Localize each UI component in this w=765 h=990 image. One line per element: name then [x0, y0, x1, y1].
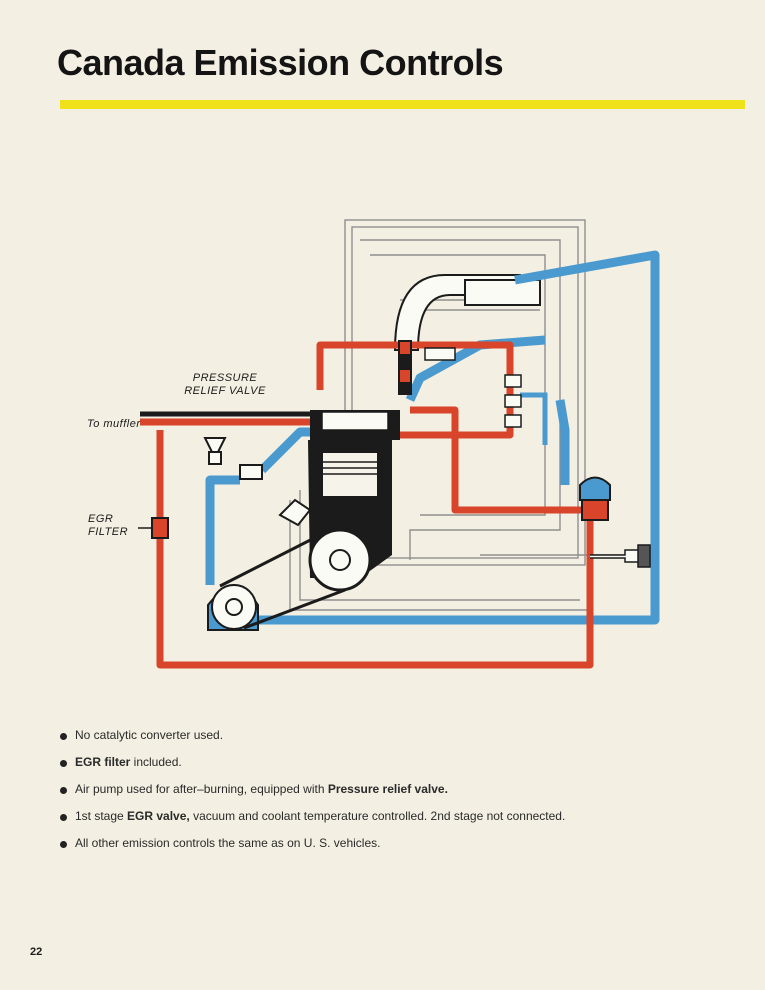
list-item-text: 1st stage: [75, 809, 128, 823]
vacuum-switch: [424, 347, 456, 361]
air-cleaner-box: [464, 279, 541, 306]
list-item-text-end: vacuum and coolant temperature controlle…: [189, 809, 566, 823]
pressure-relief-valve-label: PRESSURE RELIEF VALVE: [180, 372, 270, 398]
list-item-bold: EGR filter: [75, 755, 131, 769]
drive-belt: [219, 528, 346, 630]
list-item-text: No catalytic converter used.: [75, 728, 224, 742]
page-title: Canada Emission Controls: [57, 42, 504, 83]
egr-filter-shape: [151, 517, 169, 539]
feature-list: No catalytic converter used. EGR filter …: [60, 728, 565, 863]
egr-valve-shape: [579, 476, 611, 521]
bullet-icon: [60, 787, 67, 794]
bullet-icon: [60, 760, 67, 767]
egr-filter-label: EGR FILTER: [88, 513, 128, 539]
coolant-sensor: [590, 549, 641, 563]
pressure-relief-valve-shape: [203, 437, 227, 465]
vacuum-control-valves: [504, 374, 522, 428]
list-item-bold: Pressure relief valve.: [327, 782, 448, 796]
list-item: EGR filter included.: [60, 755, 565, 782]
spark-plug: [278, 498, 312, 527]
pressure-relief-valve-label-line2: RELIEF VALVE: [184, 385, 266, 397]
list-item-text: Air pump used for after–burning, equippe…: [75, 782, 328, 796]
list-item: All other emission controls the same as …: [60, 836, 565, 863]
bullet-icon: [60, 841, 67, 848]
egr-filter-label-line1: EGR: [88, 513, 114, 525]
list-item-bold: EGR valve,: [127, 809, 190, 823]
blue-return-line: [520, 392, 548, 445]
bullet-icon: [60, 814, 67, 821]
list-item-text: All other emission controls the same as …: [75, 836, 381, 850]
list-item: 1st stage EGR valve, vacuum and coolant …: [60, 809, 565, 836]
egr-lines: [140, 341, 594, 669]
list-item: Air pump used for after–burning, equippe…: [60, 782, 565, 809]
list-item: No catalytic converter used.: [60, 728, 565, 755]
title-underline: [60, 100, 745, 109]
air-lines: [205, 250, 660, 625]
page-number: 22: [30, 946, 43, 958]
check-valve: [239, 464, 263, 480]
to-muffler-label: To muffler: [87, 418, 141, 430]
egr-filter-label-line2: FILTER: [88, 526, 129, 538]
list-item-text: included.: [130, 755, 182, 769]
bullet-icon: [60, 733, 67, 740]
pressure-relief-valve-label-line1: PRESSURE: [192, 372, 258, 384]
emission-diagram: [138, 219, 660, 669]
